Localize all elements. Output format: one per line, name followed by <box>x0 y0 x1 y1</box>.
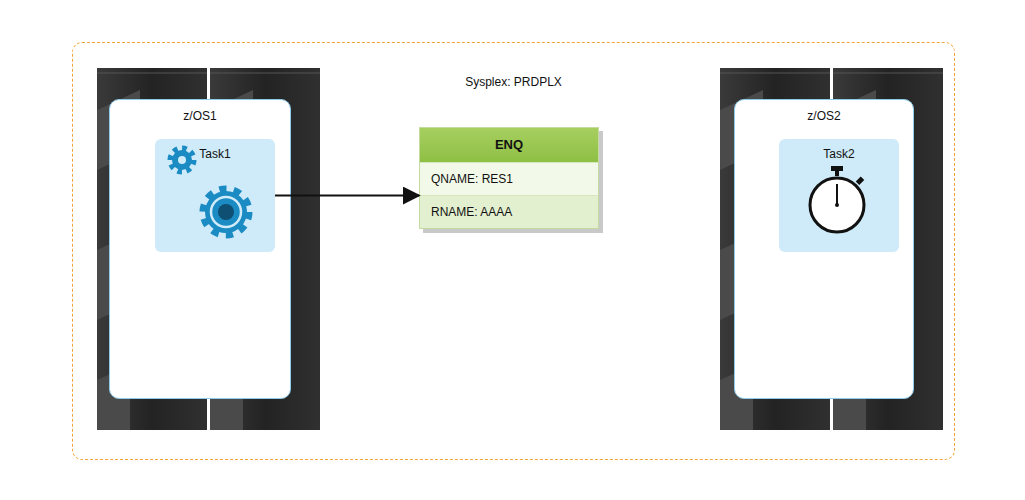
group-label: Sysplex: PRDPLX <box>73 75 954 90</box>
stopwatch-icon <box>810 166 864 232</box>
mainframe-rack <box>720 68 943 430</box>
gear-hole <box>178 156 186 164</box>
stopwatch-stem <box>835 170 839 176</box>
table-row: RNAME: AAAA <box>420 195 598 228</box>
stopwatch-button <box>856 176 864 184</box>
gear-teeth <box>204 190 248 234</box>
task-box: Task1 <box>155 139 275 252</box>
rack-edge <box>97 73 207 74</box>
system-box: z/OS2Task2 <box>734 99 914 399</box>
gear-hub <box>218 204 234 220</box>
table-header: ENQ <box>420 128 598 162</box>
stopwatch-crown <box>831 166 843 171</box>
gear-icon <box>171 149 193 171</box>
sysplex-group: Sysplex: PRDPLX z/OS1Task1 ENQQNAME: RES1R… <box>72 42 955 460</box>
stopwatch-hand <box>836 184 838 205</box>
gear-body <box>205 191 247 233</box>
task-box: Task2 <box>779 139 899 252</box>
table-row: QNAME: RES1 <box>420 162 598 195</box>
system-label: z/OS1 <box>110 109 290 124</box>
gear-teeth <box>171 149 193 171</box>
rack-edge <box>833 73 943 74</box>
gear-body <box>172 150 192 170</box>
rack-edge <box>720 73 830 74</box>
task-label: Task1 <box>155 147 275 162</box>
gear-ring <box>211 197 241 227</box>
task-label: Task2 <box>779 147 899 162</box>
gear-icon <box>204 190 248 234</box>
stopwatch-pivot <box>835 203 839 207</box>
system-box: z/OS1Task1 <box>109 99 291 399</box>
rack-edge <box>210 73 320 74</box>
arrow-connector <box>275 195 419 197</box>
mainframe-rack <box>97 68 320 430</box>
stopwatch-face <box>810 178 864 232</box>
system-label: z/OS2 <box>735 109 913 124</box>
enq-table: ENQQNAME: RES1RNAME: AAAA <box>419 127 599 229</box>
